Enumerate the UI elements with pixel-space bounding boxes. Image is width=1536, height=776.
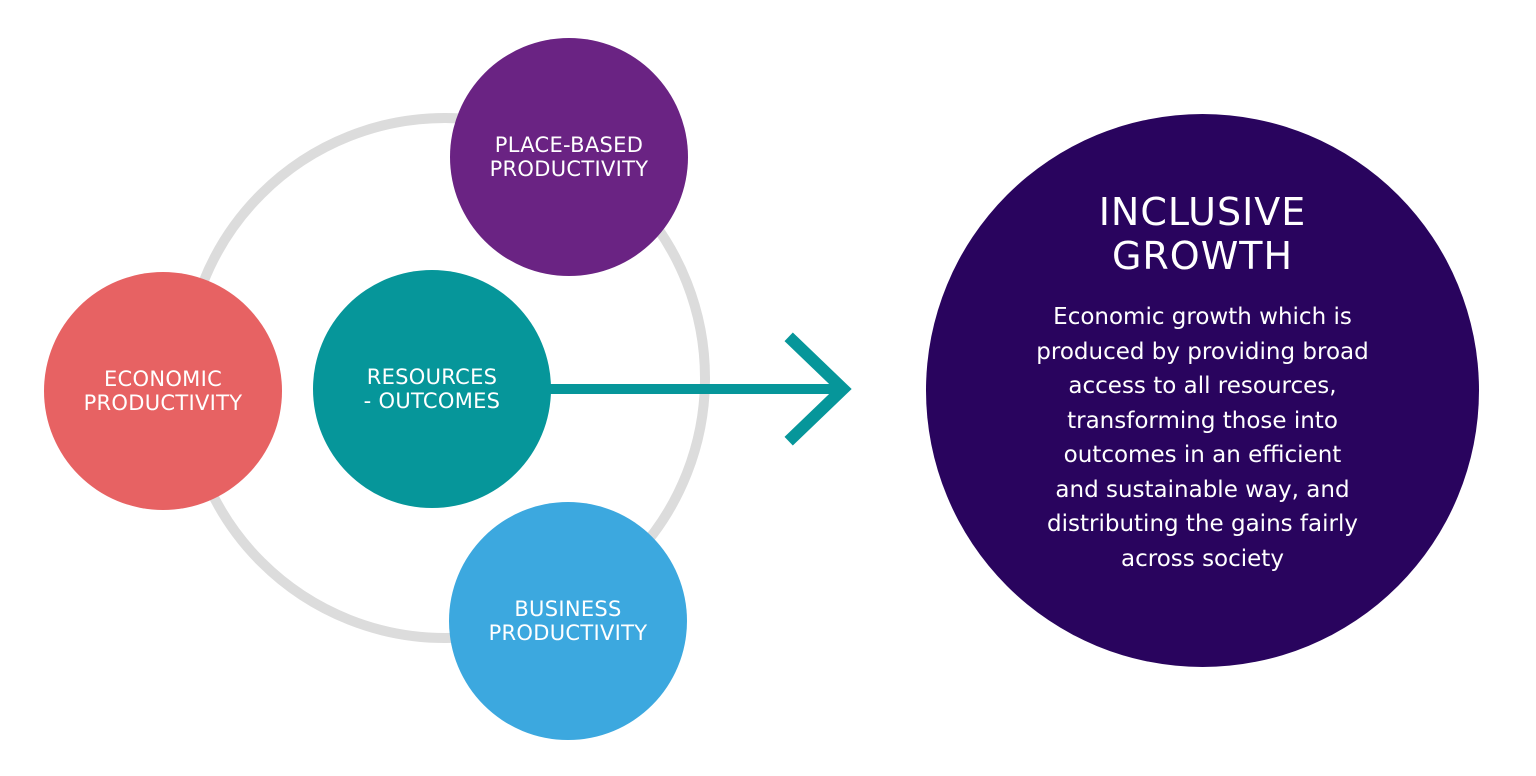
inclusive-growth-title: INCLUSIVE GROWTH xyxy=(1098,190,1307,278)
business-productivity-circle: BUSINESS PRODUCTIVITY xyxy=(449,502,687,740)
resources-outcomes-label: RESOURCES - OUTCOMES xyxy=(363,365,501,413)
inclusive-growth-circle: INCLUSIVE GROWTH Economic growth which i… xyxy=(926,114,1479,667)
inclusive-growth-description: Economic growth which is produced by pro… xyxy=(1036,304,1369,572)
place-based-productivity-circle: PLACE-BASED PRODUCTIVITY xyxy=(450,38,688,276)
business-productivity-label: BUSINESS PRODUCTIVITY xyxy=(488,597,648,645)
economic-productivity-circle: ECONOMIC PRODUCTIVITY xyxy=(44,272,282,510)
place-based-productivity-label: PLACE-BASED PRODUCTIVITY xyxy=(489,133,649,181)
economic-productivity-label: ECONOMIC PRODUCTIVITY xyxy=(83,367,243,415)
arrow-head xyxy=(784,332,852,446)
resources-outcomes-circle: RESOURCES - OUTCOMES xyxy=(313,270,551,508)
